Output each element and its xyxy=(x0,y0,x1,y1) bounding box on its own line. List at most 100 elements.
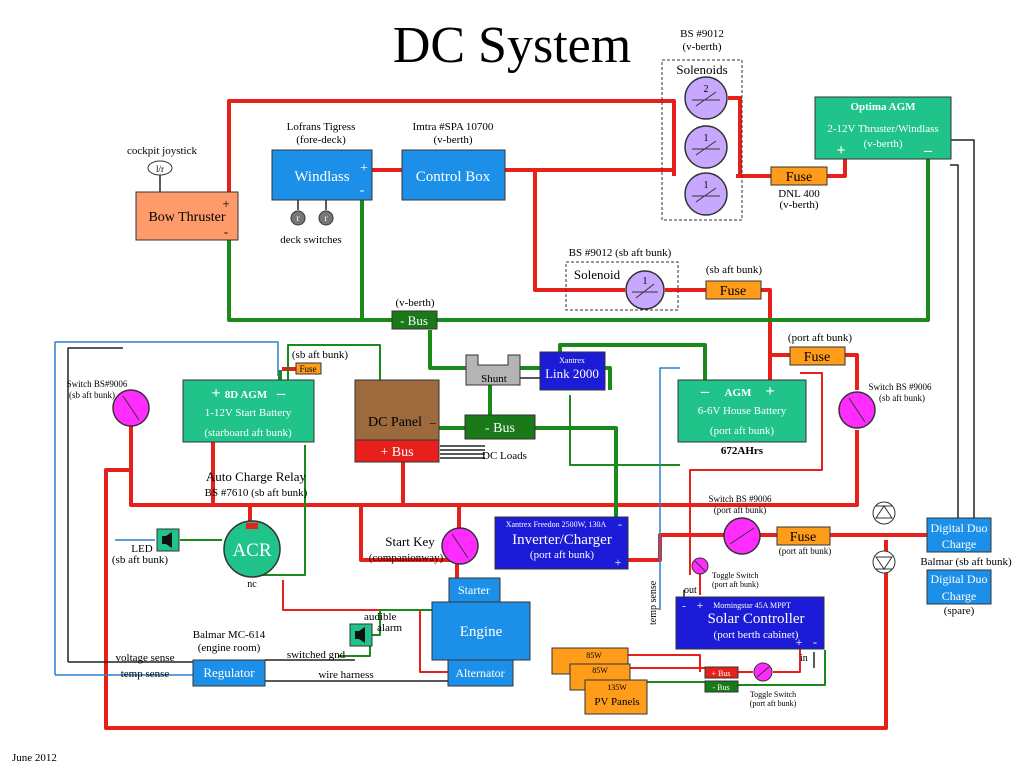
svg-text:deck switches: deck switches xyxy=(280,234,341,246)
starter-box xyxy=(448,577,501,603)
control-box xyxy=(401,149,506,201)
svg-text:Alternator: Alternator xyxy=(455,666,504,680)
start-key-group[interactable]: Start Key (companionway) xyxy=(369,527,479,565)
fuse-top: Fuse DNL 400 (v-berth) xyxy=(770,166,828,211)
solenoid-mid-box xyxy=(565,261,679,311)
wire-pos-fuse-to-house xyxy=(761,288,772,386)
diode-icon-bottom xyxy=(872,550,896,574)
svg-text:+ Bus: + Bus xyxy=(712,669,731,678)
solenoids-top-group: BS #9012 (v-berth) Solenoids 2 1 1 xyxy=(661,28,743,221)
toggle-switch-bottom[interactable]: Toggle Switch (port aft bunk) xyxy=(750,662,797,708)
svg-text:+: + xyxy=(697,598,704,612)
svg-text:(v-berth): (v-berth) xyxy=(395,297,434,309)
battery-switch-port[interactable]: Switch BS #9006 (port aft bunk) xyxy=(708,494,772,555)
svg-text:- Bus: - Bus xyxy=(712,683,729,692)
svg-text:Xantrex: Xantrex xyxy=(559,356,585,365)
battery-switch-right[interactable]: Switch BS #9006 (sb aft bunk) xyxy=(838,382,932,429)
svg-text:Solenoid: Solenoid xyxy=(574,267,621,282)
svg-text:1: 1 xyxy=(704,180,709,191)
wiring xyxy=(54,96,975,730)
wire-neg-to-inv xyxy=(535,426,618,518)
pv-panel-3 xyxy=(584,679,648,715)
agm-house-battery xyxy=(677,379,807,443)
svg-text:Imtra #SPA 10700: Imtra #SPA 10700 xyxy=(413,121,494,133)
svg-text:(sb aft bunk): (sb aft bunk) xyxy=(112,554,169,566)
svg-text:wire harness: wire harness xyxy=(318,669,373,681)
svg-text:Balmar MC-614: Balmar MC-614 xyxy=(193,629,266,641)
svg-text:LED: LED xyxy=(131,543,152,555)
bow-thruster-group: cockpit joystick l/r Bow Thruster + - xyxy=(127,145,239,241)
svg-text:(v-berth): (v-berth) xyxy=(433,134,472,146)
wire-pos-to-starter xyxy=(359,505,459,578)
svg-text:+: + xyxy=(222,196,229,211)
svg-text:(engine room): (engine room) xyxy=(198,642,261,654)
agm-house-group: – AGM + 6-6V House Battery (port aft bun… xyxy=(677,379,807,457)
svg-text:Switch BS#9006: Switch BS#9006 xyxy=(67,379,128,389)
svg-text:Morningstar 45A MPPT: Morningstar 45A MPPT xyxy=(713,601,791,610)
svg-text:DC Loads: DC Loads xyxy=(482,450,527,462)
svg-text:Fuse: Fuse xyxy=(299,364,316,374)
regulator-group: Balmar MC-614 (engine room) Regulator vo… xyxy=(116,629,374,687)
svg-text:Fuse: Fuse xyxy=(790,530,816,545)
svg-text:audible: audible xyxy=(364,611,396,623)
wire-neg-house xyxy=(558,343,707,382)
svg-text:85W: 85W xyxy=(586,651,602,660)
svg-text:AGM: AGM xyxy=(725,387,753,399)
solenoid-mid-group: BS #9012 (sb aft bunk) Solenoid 1 xyxy=(565,247,679,311)
optima-agm-battery: Optima AGM 2-12V Thruster/Windlass (v-be… xyxy=(814,96,952,160)
svg-text:Charge: Charge xyxy=(942,589,976,603)
pv-panels-group: 85W 85W 135W PV Panels + Bus - Bus xyxy=(551,647,739,715)
svg-text:(sb aft bunk): (sb aft bunk) xyxy=(706,264,763,276)
shunt-group: Shunt xyxy=(465,354,521,386)
svg-text:(port aft bunk): (port aft bunk) xyxy=(714,505,766,515)
svg-text:Toggle Switch: Toggle Switch xyxy=(712,571,758,580)
svg-text:Switch BS #9006: Switch BS #9006 xyxy=(868,382,932,392)
svg-text:cockpit joystick: cockpit joystick xyxy=(127,145,197,157)
svg-text:+: + xyxy=(211,385,220,402)
wire-neg-thruster xyxy=(227,238,392,322)
wire-pos-left-down xyxy=(104,468,888,730)
windlass-box xyxy=(271,149,373,201)
wire-pos-solar-r xyxy=(689,372,823,575)
svg-text:BS #9012 (sb aft bunk): BS #9012 (sb aft bunk) xyxy=(569,247,672,259)
solenoids-note-1: BS #9012 xyxy=(680,28,724,40)
deck-switch-1 xyxy=(290,210,306,226)
wire-pos-top-loop xyxy=(227,99,676,192)
battery-switch-left[interactable]: Switch BS#9006 (sb aft bunk) xyxy=(67,379,150,427)
solenoid-mid xyxy=(625,270,665,310)
fuse-top-note-2: (v-berth) xyxy=(779,199,818,211)
svg-text:(spare): (spare) xyxy=(944,605,975,617)
solenoid-1a: 1 xyxy=(684,125,728,169)
svg-text:Bow Thruster: Bow Thruster xyxy=(148,210,225,225)
wire-pos-fuse-to-optima xyxy=(827,159,847,178)
svg-text:+: + xyxy=(360,161,368,176)
wire-neg-agm8d-acr xyxy=(260,445,306,576)
svg-text:Toggle Switch: Toggle Switch xyxy=(750,690,796,699)
svg-text:ACR: ACR xyxy=(232,540,271,561)
solar-controller-box xyxy=(675,596,825,650)
svg-text:–: – xyxy=(700,383,710,400)
wire-neg-solar xyxy=(738,650,826,686)
inverter-group: Xantrex Freedon 2500W, 130A Inverter/Cha… xyxy=(494,516,629,570)
acr-group: Auto Charge Relay BS #7610 (sb aft bunk)… xyxy=(205,469,308,590)
svg-text:PV Panels: PV Panels xyxy=(594,696,639,708)
wire-neg-alarm xyxy=(338,609,432,657)
pv-neg-bus xyxy=(704,680,739,693)
svg-text:–: – xyxy=(429,415,437,429)
svg-text:–: – xyxy=(276,385,286,402)
wire-duo-1 xyxy=(950,164,959,520)
footer-date: June 2012 xyxy=(12,752,57,764)
svg-text:Solar Controller: Solar Controller xyxy=(707,611,804,627)
svg-text:(port aft bunk): (port aft bunk) xyxy=(788,332,852,344)
toggle-switch-top[interactable]: Toggle Switch (port aft bunk) xyxy=(691,557,759,589)
alternator-box xyxy=(447,659,514,687)
svg-text:Inverter/Charger: Inverter/Charger xyxy=(512,532,612,548)
svg-text:-: - xyxy=(682,600,686,612)
svg-text:(sb aft bunk): (sb aft bunk) xyxy=(69,390,115,400)
wire-neg-inv-solar xyxy=(569,395,680,466)
svg-text:(sb aft bunk): (sb aft bunk) xyxy=(879,393,925,403)
svg-text:(port aft bunk): (port aft bunk) xyxy=(779,546,831,556)
svg-text:Charge: Charge xyxy=(942,537,976,551)
fuse-top-note-1: DNL 400 xyxy=(778,188,820,200)
